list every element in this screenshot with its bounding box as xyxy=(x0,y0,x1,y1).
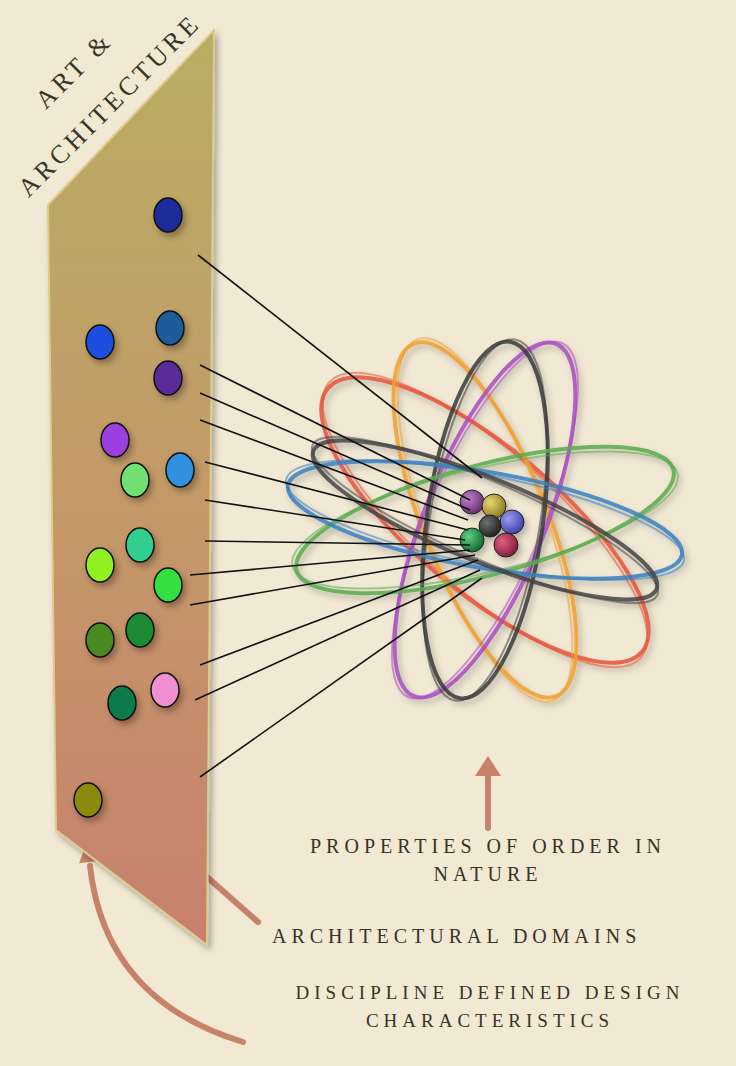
design-dot xyxy=(101,423,129,457)
design-dot xyxy=(154,568,182,602)
design-dot xyxy=(166,453,194,487)
callout-label: PROPERTIES OF ORDER IN NATURE xyxy=(288,832,688,888)
design-dot xyxy=(86,623,114,657)
link-line xyxy=(190,555,475,605)
orbit xyxy=(280,423,689,617)
label-holder: DISCIPLINE DEFINED DESIGN CHARACTERISTIC… xyxy=(255,979,725,1035)
orbit xyxy=(298,412,673,628)
design-dot xyxy=(151,673,179,707)
nucleus-ball xyxy=(460,490,484,514)
design-dot xyxy=(156,311,184,345)
nucleus-ball xyxy=(500,510,524,534)
orbit xyxy=(401,330,570,709)
design-dot xyxy=(154,198,182,232)
orbit xyxy=(280,438,691,602)
link-line xyxy=(200,365,470,500)
design-dot xyxy=(126,613,154,647)
link-line xyxy=(198,255,482,478)
link-line xyxy=(205,500,465,540)
panel-node: ART & ARCHITECTURE xyxy=(40,20,225,955)
callout-label: DISCIPLINE DEFINED DESIGN CHARACTERISTIC… xyxy=(255,979,725,1035)
design-dot xyxy=(108,686,136,720)
design-dot xyxy=(121,463,149,497)
orbit xyxy=(282,416,687,623)
link-line xyxy=(205,541,470,545)
orbit xyxy=(362,319,608,722)
link-line xyxy=(200,578,482,777)
design-dot xyxy=(86,325,114,359)
nucleus-ball xyxy=(494,533,518,557)
label-holder: ARCHITECTURAL DOMAINS xyxy=(272,922,732,950)
callout-label: ARCHITECTURAL DOMAINS xyxy=(272,922,732,950)
design-dot xyxy=(74,783,102,817)
arrow-shaft xyxy=(485,772,491,828)
link-line xyxy=(200,393,470,510)
design-dot xyxy=(126,528,154,562)
design-dot xyxy=(154,361,182,395)
orbit xyxy=(283,330,686,709)
design-dot xyxy=(86,548,114,582)
link-line xyxy=(200,560,478,665)
label-holder: PROPERTIES OF ORDER IN NATURE xyxy=(288,832,688,888)
arrow-head xyxy=(475,756,501,776)
